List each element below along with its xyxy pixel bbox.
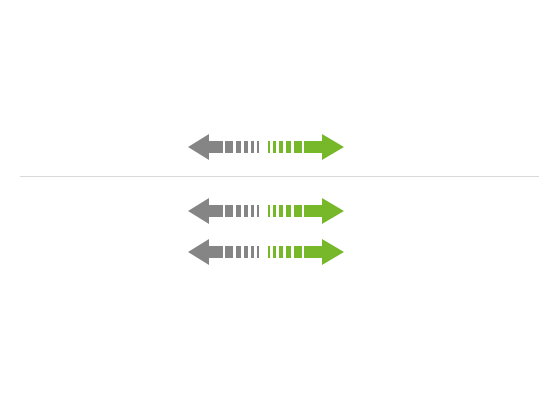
- right-dash-1: [268, 246, 270, 258]
- left-dash-5: [257, 141, 259, 153]
- left-arrowhead: [188, 134, 223, 160]
- right-dash-1: [268, 141, 270, 153]
- left-dash-4: [251, 246, 254, 258]
- horizontal-divider: [20, 176, 539, 177]
- left-dash-1: [225, 246, 233, 258]
- left-dash-4: [251, 205, 254, 217]
- left-dash-3: [244, 205, 248, 217]
- right-dash-2: [273, 205, 276, 217]
- right-dash-4: [286, 246, 291, 258]
- right-dash-2: [273, 246, 276, 258]
- left-dash-5: [257, 246, 259, 258]
- right-dash-4: [286, 205, 291, 217]
- left-dash-3: [244, 141, 248, 153]
- right-dash-5: [294, 205, 302, 217]
- right-arrowhead: [304, 239, 344, 265]
- right-dash-4: [286, 141, 291, 153]
- right-dash-3: [279, 205, 283, 217]
- bidirectional-arrow-icon: [187, 133, 345, 161]
- bidirectional-arrow-icon: [187, 197, 345, 225]
- right-dash-1: [268, 205, 270, 217]
- left-dash-3: [244, 246, 248, 258]
- bidirectional-arrow-icon: [187, 238, 345, 266]
- left-dash-2: [236, 205, 241, 217]
- arrow-graphic: [188, 134, 344, 160]
- right-dash-5: [294, 141, 302, 153]
- right-dash-2: [273, 141, 276, 153]
- right-dash-3: [279, 141, 283, 153]
- left-dash-5: [257, 205, 259, 217]
- right-dash-5: [294, 246, 302, 258]
- arrow-graphic: [188, 198, 344, 224]
- left-dash-4: [251, 141, 254, 153]
- left-dash-1: [225, 205, 233, 217]
- right-dash-3: [279, 246, 283, 258]
- arrow-graphic: [188, 239, 344, 265]
- left-dash-2: [236, 141, 241, 153]
- right-arrowhead: [304, 134, 344, 160]
- right-arrowhead: [304, 198, 344, 224]
- left-arrowhead: [188, 239, 223, 265]
- left-dash-2: [236, 246, 241, 258]
- left-arrowhead: [188, 198, 223, 224]
- left-dash-1: [225, 141, 233, 153]
